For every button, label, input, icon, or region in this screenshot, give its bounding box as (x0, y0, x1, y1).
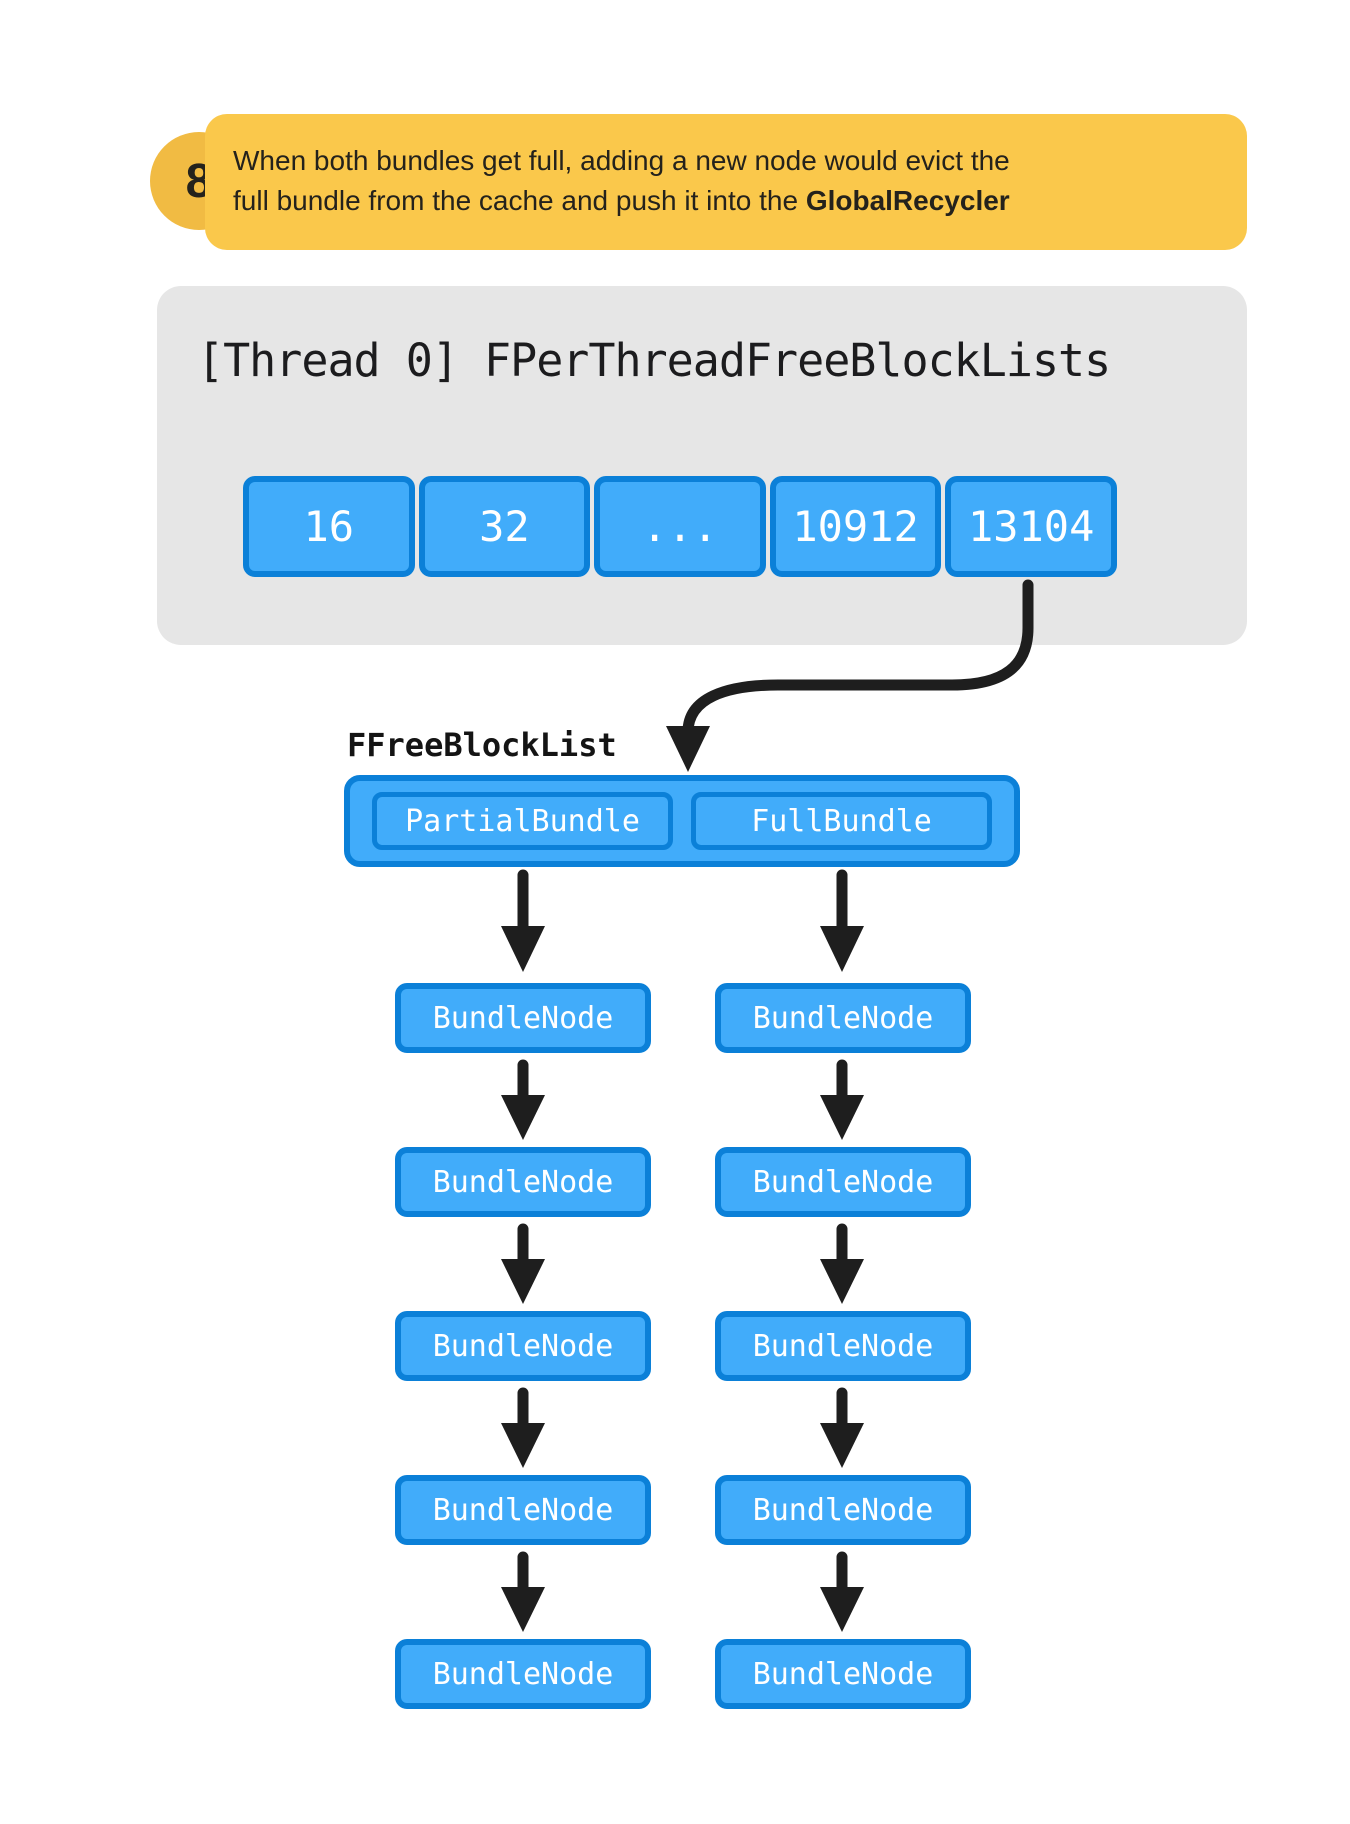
partial-bundle-box: PartialBundle (372, 792, 673, 850)
callout-bubble: When both bundles get full, adding a new… (205, 114, 1247, 250)
block-size-cell: 32 (418, 476, 591, 577)
arrow-partial-chain-1 (501, 1059, 545, 1140)
arrow-partialbundle-to-node (501, 869, 545, 972)
arrow-fullbundle-to-node (820, 869, 864, 972)
thread-panel-title: [Thread 0] FPerThreadFreeBlockLists (197, 334, 1111, 387)
free-block-list-label: FFreeBlockList (347, 726, 617, 764)
arrow-full-chain-4 (820, 1551, 864, 1632)
partial-chain-node-5: BundleNode (395, 1639, 651, 1709)
arrow-partial-chain-3 (501, 1387, 545, 1468)
callout-line2: full bundle from the cache and push it i… (233, 185, 806, 216)
block-size-cells: 16 32 ... 10912 13104 (243, 476, 1117, 577)
full-chain-node-4: BundleNode (715, 1475, 971, 1545)
partial-chain-node-2: BundleNode (395, 1147, 651, 1217)
block-size-cell: 16 (243, 476, 415, 577)
full-chain-node-3: BundleNode (715, 1311, 971, 1381)
arrow-full-chain-1 (820, 1059, 864, 1140)
arrow-partial-chain-2 (501, 1223, 545, 1304)
partial-chain-node-4: BundleNode (395, 1475, 651, 1545)
full-bundle-box: FullBundle (691, 792, 992, 850)
block-size-cell-ellipsis: ... (594, 476, 766, 577)
block-size-cell: 13104 (945, 476, 1117, 577)
free-block-list-box: PartialBundle FullBundle (344, 775, 1020, 867)
arrow-partial-chain-4 (501, 1551, 545, 1632)
callout-line1: When both bundles get full, adding a new… (233, 145, 1010, 176)
partial-chain-node-1: BundleNode (395, 983, 651, 1053)
partial-chain-node-3: BundleNode (395, 1311, 651, 1381)
full-chain-node-1: BundleNode (715, 983, 971, 1053)
full-chain-node-2: BundleNode (715, 1147, 971, 1217)
arrow-full-chain-3 (820, 1387, 864, 1468)
full-chain-node-5: BundleNode (715, 1639, 971, 1709)
arrow-full-chain-2 (820, 1223, 864, 1304)
callout-line2-bold: GlobalRecycler (805, 185, 1010, 216)
block-size-cell: 10912 (769, 476, 942, 577)
thread-panel: [Thread 0] FPerThreadFreeBlockLists 16 3… (157, 286, 1247, 645)
